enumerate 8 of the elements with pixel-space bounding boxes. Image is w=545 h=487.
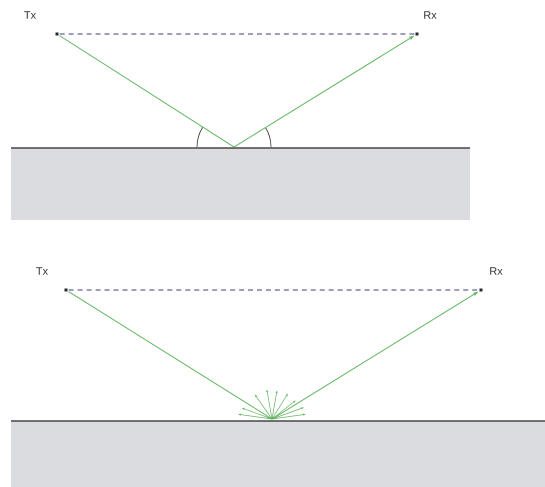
antenna-label: Rx [490, 267, 503, 275]
antenna-point [56, 32, 58, 36]
antenna-label: Tx [36, 267, 48, 275]
antenna-label: Tx [24, 11, 36, 19]
antenna-label: Rx [424, 11, 437, 19]
antenna-point [480, 288, 482, 292]
antenna-point [64, 288, 68, 292]
antenna-point [416, 32, 418, 36]
